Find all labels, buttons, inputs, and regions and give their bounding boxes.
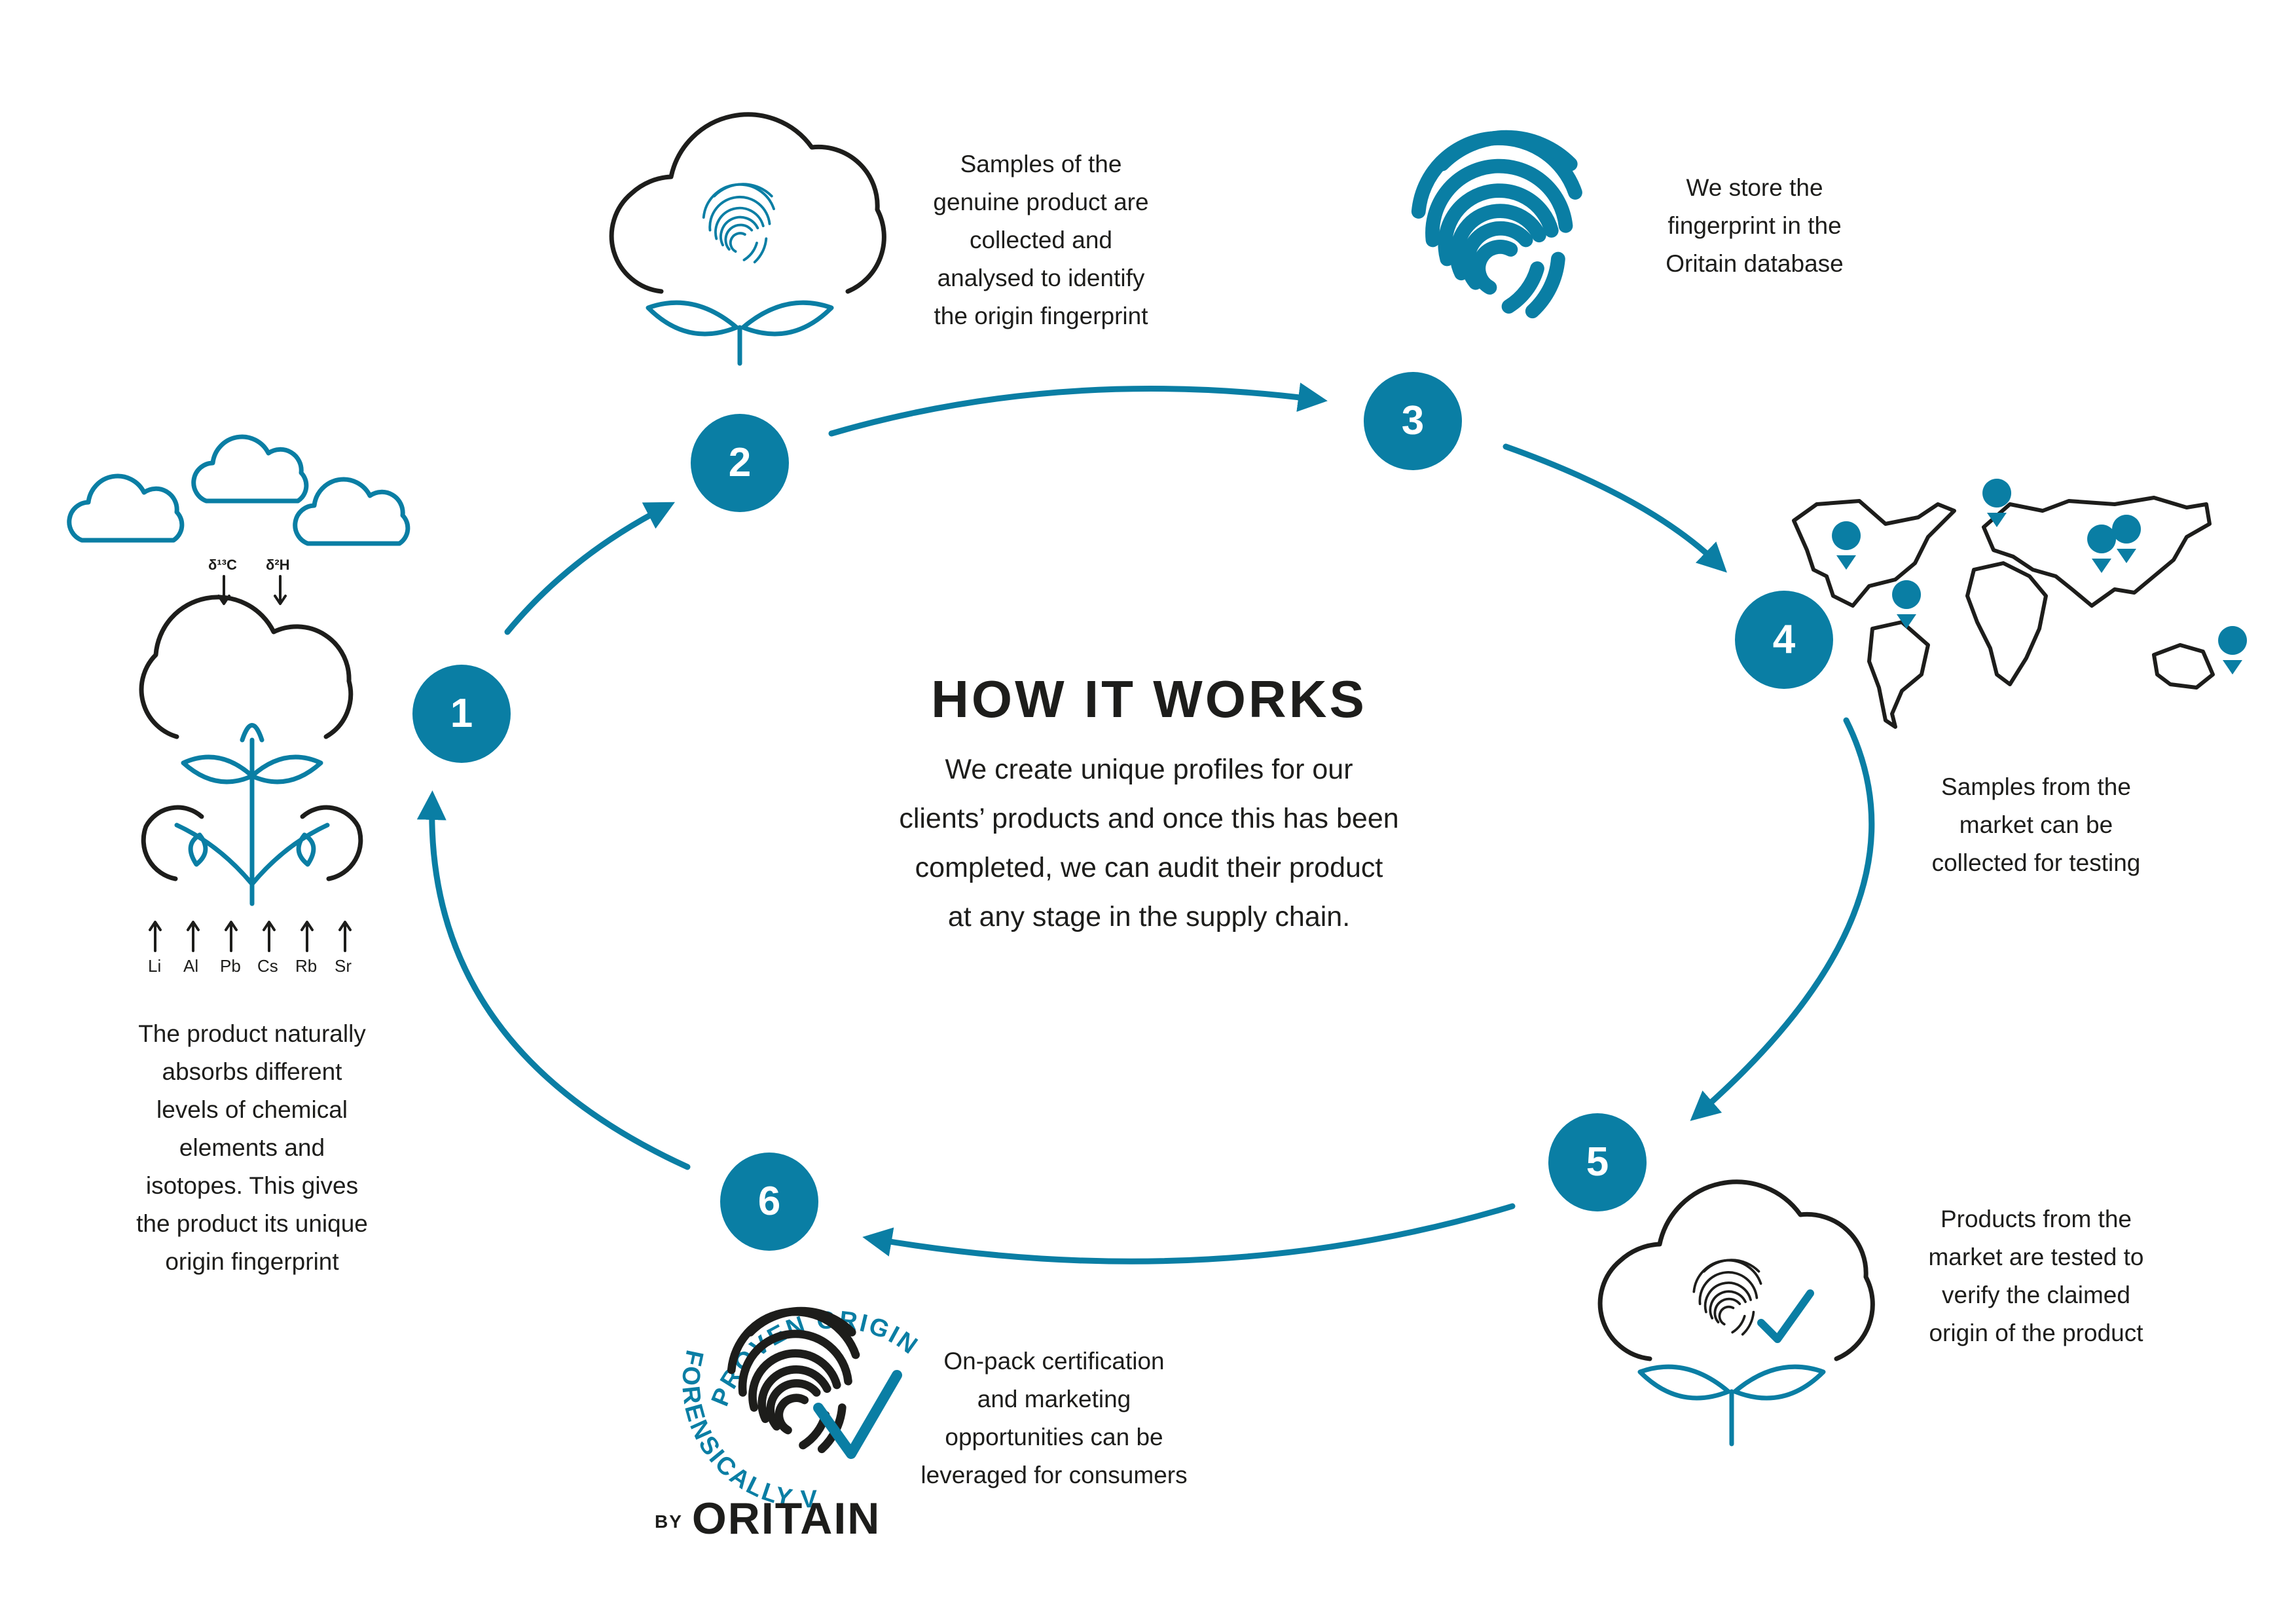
step-6-text: On-pack certification and marketing oppo…	[920, 1348, 1188, 1488]
check-icon	[1757, 1289, 1814, 1343]
continent-americas	[1792, 499, 1956, 608]
cloud-right-icon	[293, 477, 410, 546]
map-pin	[2087, 525, 2117, 573]
map-pin	[1832, 521, 1861, 570]
continent-africa	[1965, 561, 2048, 686]
cotton-boll-outline	[139, 595, 354, 739]
cotton-outline	[1597, 1179, 1875, 1361]
page-title: HOW IT WORKS	[931, 670, 1367, 728]
step-badge-4: 4	[1735, 591, 1833, 689]
map-pin	[2112, 515, 2141, 563]
step-2-text: Samples of the genuine product are colle…	[933, 151, 1149, 329]
map-pin	[1892, 580, 1922, 629]
step-1-text: The product naturally absorbs different …	[136, 1020, 368, 1275]
continent-eurasia	[1982, 496, 2212, 608]
arrow-3-to-4	[1503, 443, 1727, 573]
step-5-text: Products from the market are tested to v…	[1928, 1206, 2144, 1346]
leaf-left	[1637, 1364, 1731, 1401]
leaf-right	[1732, 1364, 1826, 1401]
element-arrows	[149, 921, 352, 952]
arrow-4-to-5	[1690, 717, 1875, 1121]
isotope-label-hydrogen: δ²H	[266, 557, 290, 573]
element-label: Al	[183, 956, 199, 976]
world-map-pins-icon	[1792, 479, 2248, 729]
element-label: Pb	[220, 956, 241, 976]
arrow-2-to-3	[828, 382, 1328, 437]
map-pin	[1982, 479, 2012, 527]
seal-by-text: BY	[655, 1511, 683, 1532]
cycle-arrows	[416, 382, 1875, 1264]
isotope-label-carbon: δ¹³C	[208, 557, 237, 573]
seal-brand-name: ORITAIN	[691, 1494, 881, 1543]
step-4-text: Samples from the market can be collected…	[1931, 773, 2141, 876]
seal-check-icon	[813, 1370, 902, 1459]
step-badge-1: 1	[412, 665, 511, 763]
cotton-side-right	[300, 805, 363, 881]
fingerprint-icon	[1419, 138, 1575, 312]
fingerprint-small-icon	[1692, 1259, 1762, 1336]
continent-australia	[2152, 643, 2215, 690]
cotton-fingerprint-check-icon	[1597, 1179, 1875, 1447]
cloud-left-icon	[67, 473, 185, 543]
fingerprint-small-icon	[702, 183, 775, 264]
element-label: Rb	[295, 956, 318, 976]
element-label: Li	[148, 956, 162, 976]
seal-brand: BY ORITAIN	[655, 1493, 881, 1544]
map-pin	[2218, 626, 2248, 674]
leaf-left	[646, 300, 739, 337]
step-badge-2: 2	[691, 414, 789, 512]
arrow-1-to-2	[504, 502, 675, 635]
step-badge-5: 5	[1548, 1113, 1647, 1211]
cloud-middle-icon	[191, 434, 309, 504]
step-3-text: We store the fingerprint in the Oritain …	[1666, 174, 1844, 277]
arrow-6-to-1	[416, 790, 691, 1170]
step-badge-6: 6	[720, 1153, 818, 1251]
cotton-plant-isotopes-icon	[67, 434, 410, 952]
continent-south-america	[1867, 620, 1930, 729]
element-label: Cs	[257, 956, 278, 976]
arrow-5-to-6	[862, 1203, 1516, 1264]
step-badge-3: 3	[1364, 372, 1462, 470]
cotton-outline	[609, 112, 886, 294]
leaf-right	[740, 300, 834, 337]
map-pins	[1832, 479, 2248, 674]
cotton-fingerprint-icon	[609, 112, 886, 366]
intro-text: We create unique profiles for our client…	[899, 754, 1399, 932]
element-label: Sr	[335, 956, 352, 976]
plant-stem-leaves	[174, 723, 330, 906]
seal-side-text: FORENSICALLY VERIFIED	[0, 0, 820, 1513]
cotton-side-left	[141, 805, 204, 881]
